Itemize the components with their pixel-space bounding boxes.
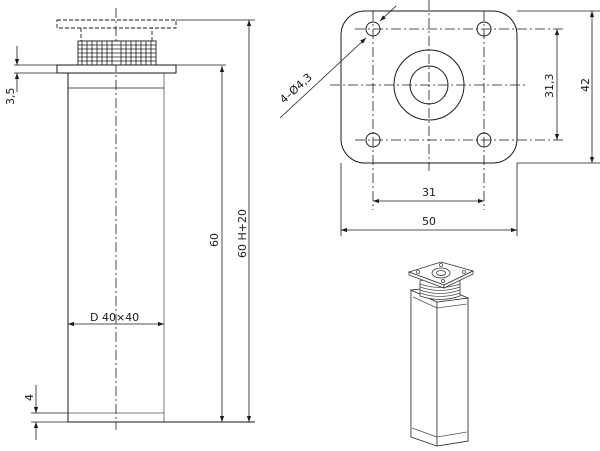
- thread-icon: [77, 40, 157, 66]
- isometric-leg-icon: [407, 261, 475, 447]
- mounting-hole-icon: [365, 132, 381, 148]
- dim-section: D 40×40: [90, 311, 139, 324]
- top-view: 31,3 42 31 50 4–Ø4,3: [277, 0, 600, 236]
- dim-hole-spacing-x: 31: [422, 186, 436, 199]
- side-view: 3,5 60 60 H+20 D 40×40 4: [4, 8, 255, 440]
- dim-hole-spec: 4–Ø4,3: [277, 71, 314, 107]
- center-bore-icon: [409, 65, 449, 105]
- dim-plate-thickness: 3,5: [4, 88, 17, 106]
- center-boss-icon: [393, 49, 465, 121]
- mounting-hole-icon: [365, 21, 381, 37]
- dim-plate-width: 50: [422, 215, 436, 228]
- dim-foot-height: 4: [23, 394, 36, 401]
- dim-hole-spacing-y: 31,3: [543, 74, 556, 99]
- dim-plate-height: 42: [579, 78, 592, 92]
- mounting-hole-icon: [476, 21, 492, 37]
- dim-leg-height: 60: [208, 233, 221, 247]
- mounting-hole-icon: [476, 132, 492, 148]
- dim-total-height: 60 H+20: [236, 209, 249, 258]
